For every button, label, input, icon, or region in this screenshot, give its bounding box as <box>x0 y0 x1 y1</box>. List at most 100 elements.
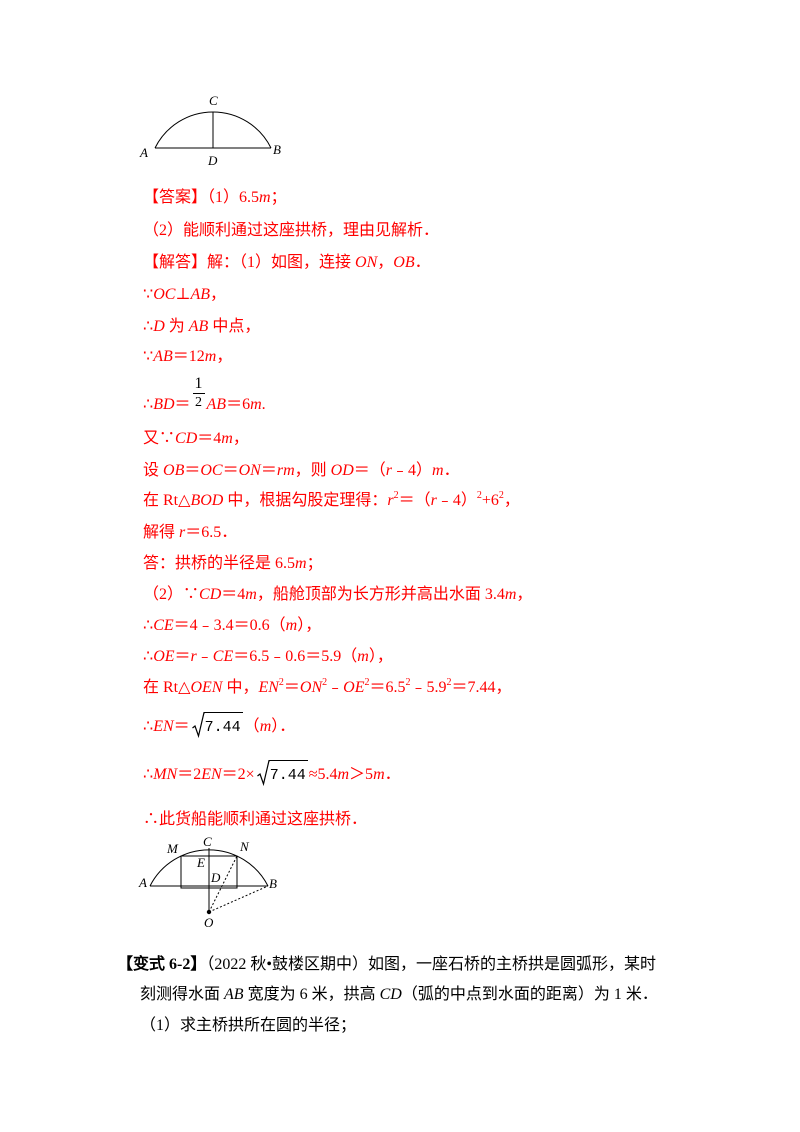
text-run: ； <box>306 555 323 572</box>
solution-line: ∴此货船能顺利通过这座拱桥． <box>143 808 367 832</box>
math-variable: OC <box>153 286 176 303</box>
math-variable: r <box>430 492 437 509</box>
text-run: ． <box>384 766 401 783</box>
text-run: ＝6.5． <box>185 524 238 541</box>
math-variable: OEN <box>190 679 223 696</box>
text-run: ，则 <box>294 462 331 479</box>
text-run: （2022 秋•鼓楼区期中）如图，一座石桥的主桥拱是圆弧形，某时 <box>206 956 656 973</box>
superscript: 2 <box>278 677 284 688</box>
math-variable: AB <box>153 348 173 365</box>
radical-sign <box>191 712 205 739</box>
math-variable: r <box>179 524 186 541</box>
math-variable: OE <box>153 648 175 665</box>
solution-line: ∴D 为 AB 中点， <box>143 315 260 339</box>
math-variable: m <box>285 617 298 634</box>
point-label-a: A <box>139 145 148 160</box>
solution-line: （2）∵CD＝4m，船舱顶部为长方形并高出水面 3.4m， <box>143 583 532 607</box>
text-run: ＝ <box>174 648 191 665</box>
math-variable: EN <box>258 679 279 696</box>
text-run: ＝4 <box>221 586 246 603</box>
text-run: ∵ <box>143 286 154 303</box>
text-run: （ <box>243 718 260 735</box>
text-run: ∴ <box>143 648 154 665</box>
solution-line: ∵OC⊥AB， <box>143 283 226 307</box>
text-run: （弧的中点到水面的距离）为 1 米． <box>401 986 658 1003</box>
text-run: ， <box>516 586 533 603</box>
text-run: ＝ <box>174 396 191 413</box>
text-run: ， <box>210 286 227 303</box>
text-run: ﹣4） <box>436 492 477 509</box>
math-variable: OB <box>163 462 185 479</box>
math-variable: m <box>295 555 307 572</box>
solution-line: 设 OB＝OC＝ON＝rm，则 OD＝（r﹣4）m． <box>143 459 460 483</box>
solution-line: 在 Rt△OEN 中，EN2＝ON2﹣OE2＝6.52﹣5.92＝7.44， <box>143 676 512 700</box>
radical-stroke <box>256 760 270 787</box>
text-run: ）， <box>368 648 393 665</box>
point-label-d: D <box>207 153 218 168</box>
text-run: ＝ <box>260 462 277 479</box>
math-variable: AB <box>190 286 211 303</box>
text-run: 中点， <box>208 318 261 335</box>
point-label-e: E <box>196 855 205 870</box>
text-run: ⊥ <box>175 286 191 303</box>
math-variable: OC <box>200 462 223 479</box>
point-label-a: A <box>138 875 147 890</box>
solution-line: ∵AB＝12m， <box>143 345 232 369</box>
math-variable: r <box>190 648 197 665</box>
point-label-b: B <box>269 876 277 891</box>
radius-on-dashed <box>208 855 238 913</box>
math-variable: m <box>357 648 369 665</box>
math-variable: m <box>259 718 272 735</box>
fraction-numerator: 1 <box>194 375 203 392</box>
text-run: ）． <box>271 718 296 735</box>
superscript: 2 <box>476 490 482 501</box>
text-run: ＞5 <box>349 766 374 783</box>
text-run: （2）∵ <box>143 586 200 603</box>
radical-sign <box>256 760 270 787</box>
math-variable: OD <box>330 462 354 479</box>
math-variable: OE <box>343 679 365 696</box>
solution-line: 解得 r＝6.5． <box>143 521 237 545</box>
math-variable: ON <box>299 679 323 696</box>
solution-line: 【解答】解：（1）如图，连接 ON，OB． <box>143 251 431 275</box>
text-run: 答：拱桥的半径是 6.5 <box>143 555 296 572</box>
math-variable: m <box>221 430 233 447</box>
text-run: 刻测得水面 <box>140 986 225 1003</box>
math-variable: BOD <box>190 492 224 509</box>
text-run: +6 <box>481 492 499 509</box>
text-run: ﹣5.9 <box>410 679 447 696</box>
solution-line: 【答案】（1）6.5m； <box>143 186 287 210</box>
math-variable: m <box>504 586 517 603</box>
solution-line: 又∵CD＝4m， <box>143 427 249 451</box>
problem-line: 【变式 6-2】（2022 秋•鼓楼区期中）如图，一座石桥的主桥拱是圆弧形，某时 <box>117 953 656 977</box>
square-root: 7.44 <box>256 760 308 787</box>
radicand: 7.44 <box>203 712 243 737</box>
text-run: ∴ <box>143 718 154 735</box>
text-run: ＝ <box>184 462 201 479</box>
text-run: ∴ <box>143 617 154 634</box>
math-variable: m <box>373 766 385 783</box>
bold-label: 【变式 6-2】 <box>117 956 207 973</box>
text-run: ∴ <box>143 766 154 783</box>
math-variable: m <box>337 766 350 783</box>
text-run: ，船舱顶部为长方形并高出水面 3.4 <box>256 586 505 603</box>
text-run: ＝ <box>173 718 190 735</box>
text-run: （1）求主桥拱所在圆的半径； <box>140 1017 357 1034</box>
math-variable: AB <box>188 318 209 335</box>
superscript: 2 <box>364 677 370 688</box>
math-variable: CE <box>153 617 174 634</box>
math-variable: CE <box>212 648 234 665</box>
radius-ob-dashed <box>208 885 269 913</box>
math-variable: EN <box>153 718 174 735</box>
text-run: 中， <box>222 679 259 696</box>
superscript: 2 <box>498 490 504 501</box>
superscript: 2 <box>393 490 399 501</box>
text-run: ， <box>232 430 249 447</box>
text-run: ＝ <box>222 462 239 479</box>
text-run: ， <box>377 254 394 271</box>
fraction-denominator: 2 <box>195 395 203 410</box>
text-run: ＝4﹣3.4＝0.6（ <box>173 617 286 634</box>
math-variable: BD <box>153 396 175 413</box>
